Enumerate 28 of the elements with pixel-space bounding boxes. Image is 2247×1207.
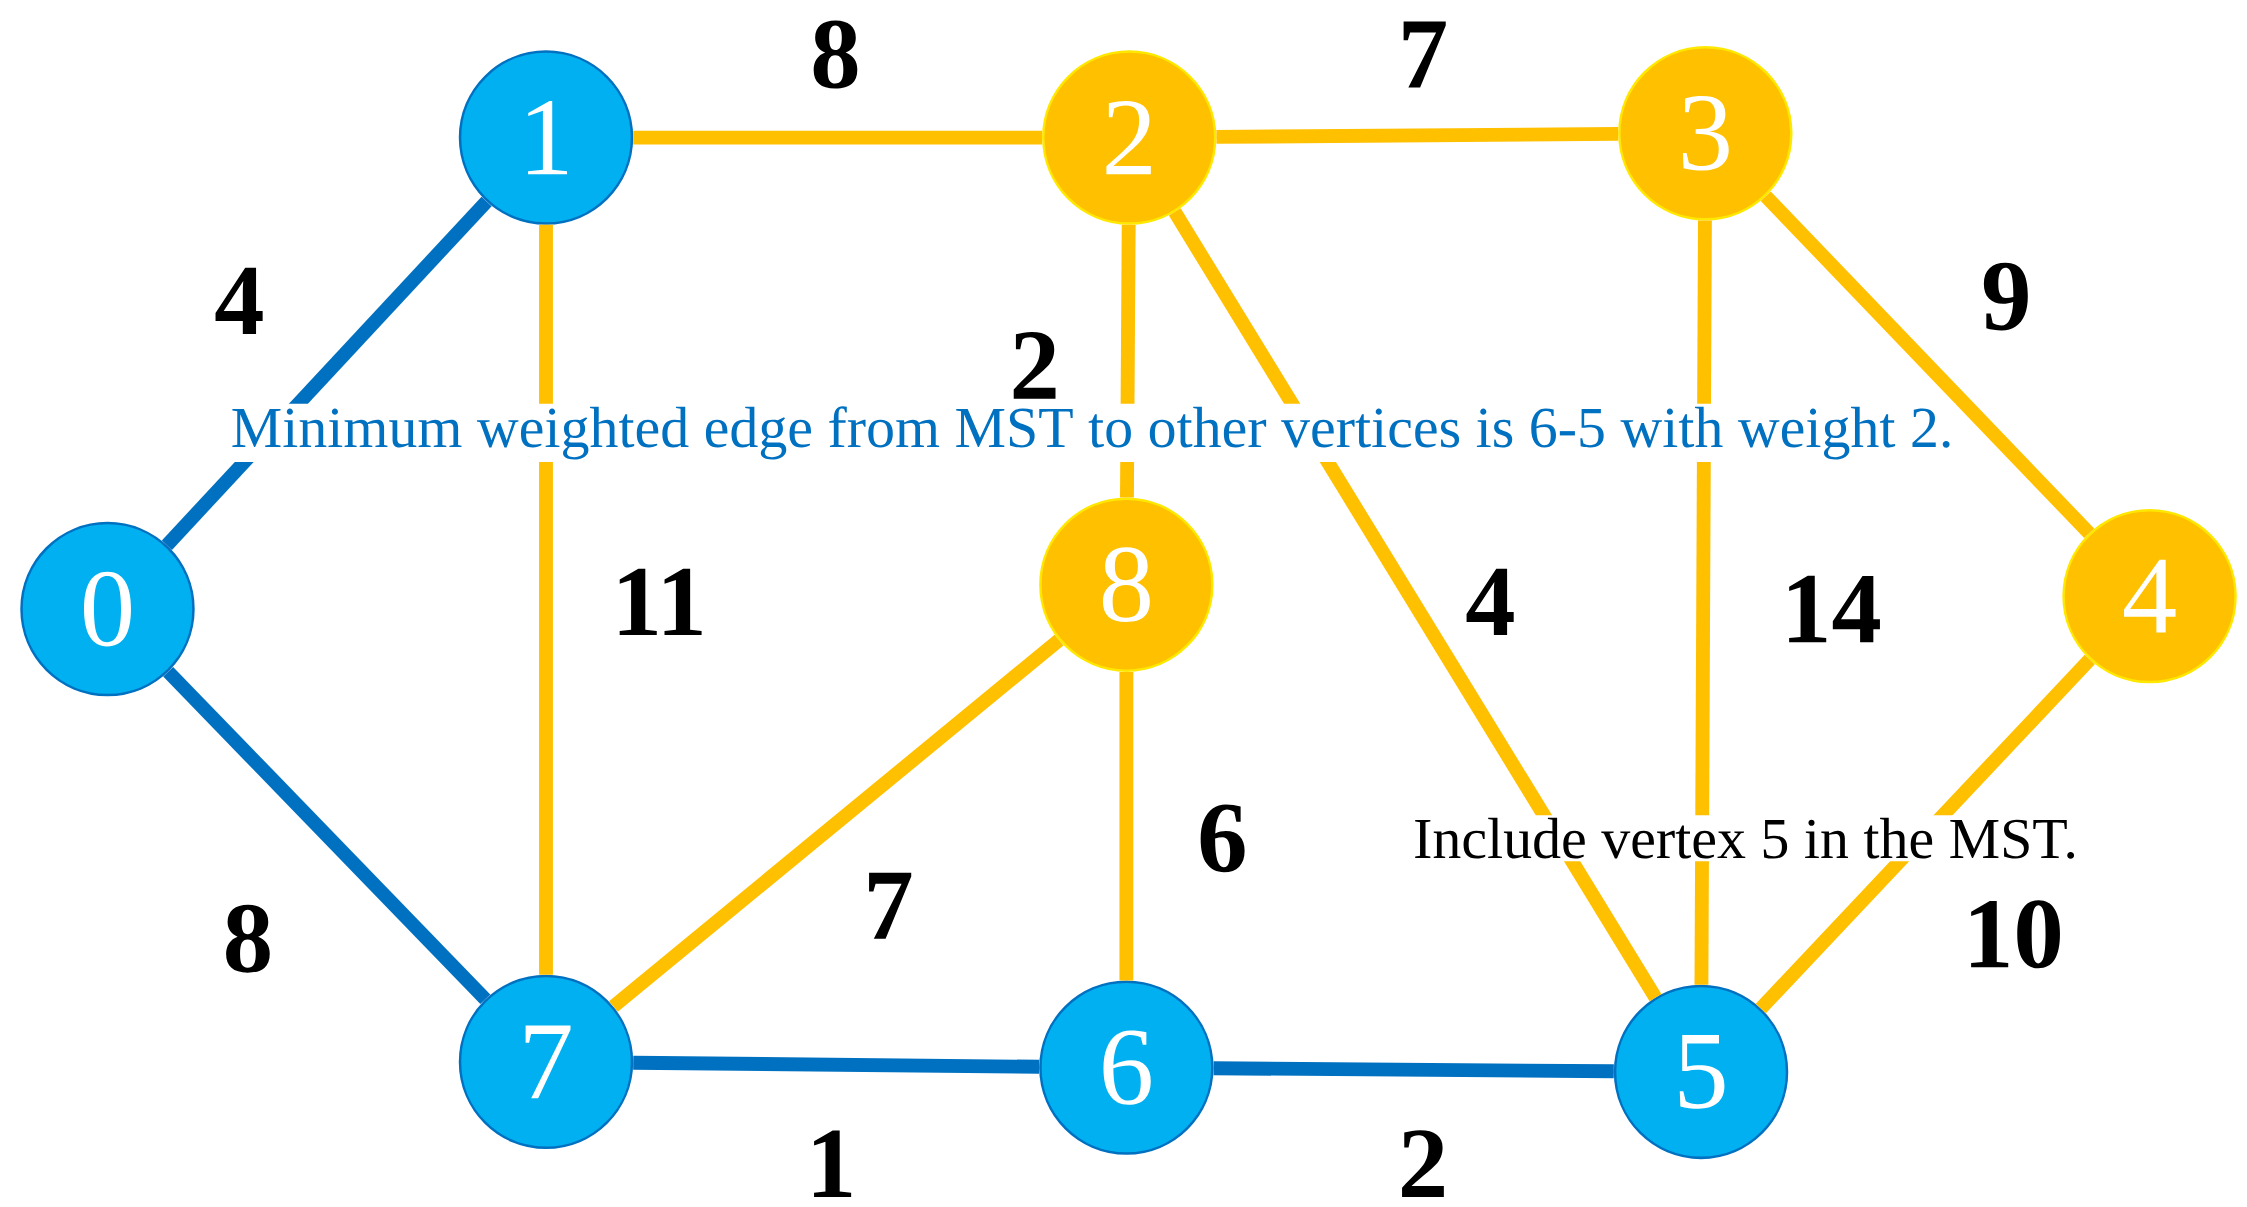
edge-line [1119,672,1134,981]
edge-line [633,130,1042,145]
edge-weight: 2 [1013,332,1056,399]
edge-weight: 14 [1789,576,1880,643]
edge-line [1216,127,1619,145]
edge-weight: 9 [1983,263,2028,331]
edge-line [1168,208,1662,1002]
note-text: Minimum weighted edge from MST to other vertices is 6-5 with weight 2. [228,403,1956,463]
edge-line [608,634,1064,1013]
edge-weight: 7 [869,872,912,939]
edge-line [1213,1061,1614,1079]
edge-line [1694,220,1712,985]
edge-weight: 8 [226,904,270,973]
edge-line [1760,191,2095,539]
edge-line [539,225,553,975]
edge-weight: 1 [814,1130,852,1198]
edge-weight: 11 [619,568,702,636]
edge-weight: 6 [1200,804,1245,873]
note-text: Include vertex 5 in the MST. [1410,815,2081,862]
edge-weight: 4 [215,268,263,335]
edge-line [163,667,491,1005]
edge-weight: 4 [1466,568,1514,636]
edge-weight: 8 [813,20,858,89]
edge-line [1755,655,2095,1014]
edge-weight: 2 [1402,1130,1444,1198]
edge-weight: 10 [1971,900,2060,969]
edge-weight: 7 [1403,21,1446,88]
edge-line [633,1056,1040,1074]
